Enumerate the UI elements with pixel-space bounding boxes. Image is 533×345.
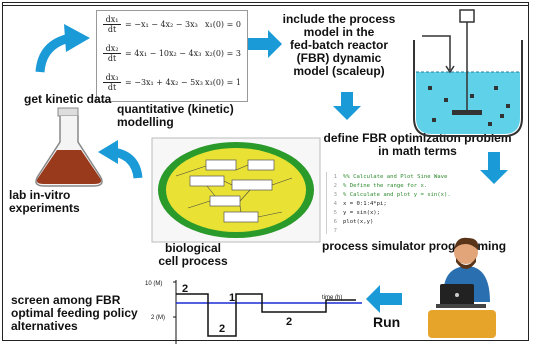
down-arrow-icon bbox=[333, 92, 361, 120]
reactor-icon bbox=[413, 9, 523, 137]
segment-label: 1 bbox=[229, 292, 235, 304]
lab-experiments-label: lab in-vitro experiments bbox=[9, 188, 80, 215]
code-line: %% Calculate and Plot Sine Wave bbox=[343, 174, 448, 180]
y-tick-label: 2 (M) bbox=[151, 315, 165, 321]
simulator-code-listing: 1 2 3 4 5 6 7 %% Calculate and Plot Sine… bbox=[326, 172, 475, 234]
segment-label: 2 bbox=[219, 323, 225, 335]
segment-label: 2 bbox=[182, 283, 188, 295]
run-label: Run bbox=[373, 314, 401, 330]
get-kinetic-data-label: get kinetic data bbox=[24, 92, 112, 106]
feeding-profile-chart: 10 (M) 2 (M) time (h) 2 1 2 2 bbox=[145, 280, 362, 344]
flask-icon bbox=[35, 107, 103, 187]
include-process-model-label: include the process model in the fed-bat… bbox=[282, 12, 396, 78]
define-fbr-problem-label: define FBR optimization problem in math … bbox=[323, 131, 512, 158]
right-arrow-icon bbox=[248, 30, 282, 58]
y-tick-label: 10 (M) bbox=[145, 281, 162, 287]
curved-arrow-icon bbox=[98, 140, 143, 179]
code-line: % Define the range for x. bbox=[343, 183, 428, 189]
top-rule bbox=[2, 5, 529, 6]
quantitative-modelling-label: quantitative (kinetic) modelling bbox=[117, 102, 234, 129]
biological-cell-process-label: biological cell process bbox=[158, 241, 228, 268]
curved-arrow-icon bbox=[35, 24, 90, 73]
figure-frame bbox=[2, 2, 529, 341]
screen-feeding-policy-label: screen among FBR optimal feeding policy … bbox=[11, 293, 138, 333]
code-line: % Calculate and plot y = sin(x). bbox=[343, 192, 451, 198]
biological-cell-icon bbox=[151, 137, 321, 243]
person-at-laptop-icon bbox=[428, 237, 496, 338]
code-line: plot(x,y) bbox=[343, 219, 374, 225]
x-axis-label: time (h) bbox=[322, 295, 342, 301]
code-line: x = 0:1:4*pi; bbox=[343, 201, 387, 207]
segment-label: 2 bbox=[286, 316, 292, 328]
left-arrow-icon bbox=[366, 285, 402, 313]
down-arrow-icon bbox=[480, 152, 508, 184]
code-line: y = sin(x); bbox=[343, 210, 381, 216]
feed-profile-line bbox=[176, 293, 356, 337]
